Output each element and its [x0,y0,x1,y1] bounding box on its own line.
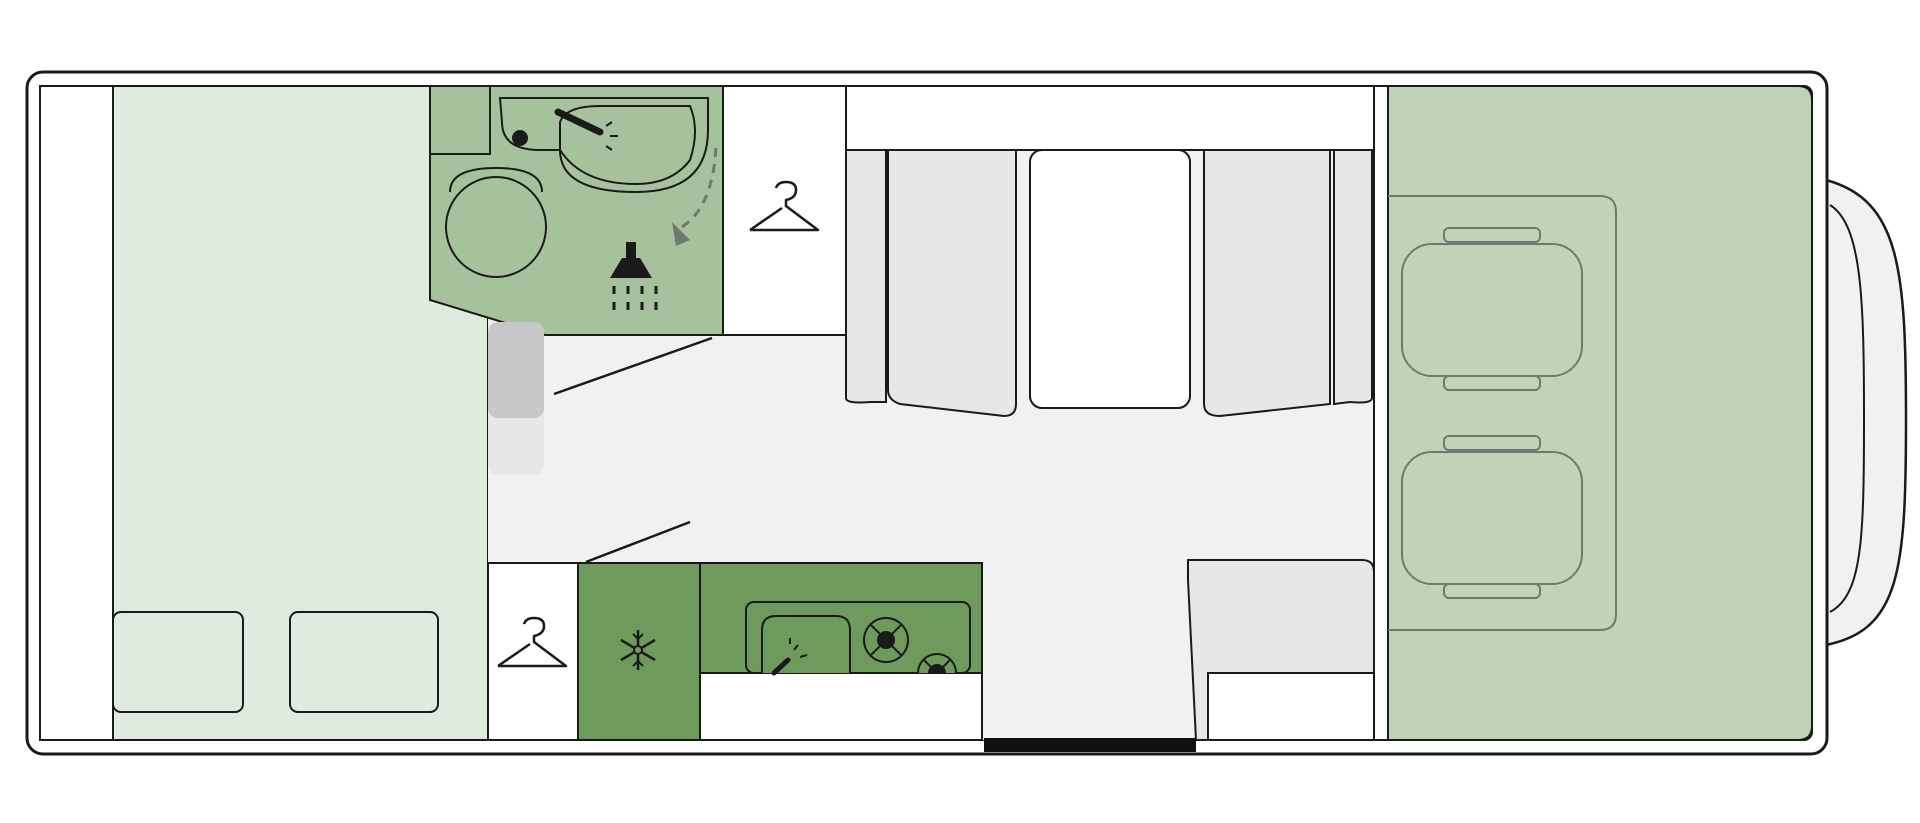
fridge-snowflake-icon [620,630,656,670]
dinette-bench-left [845,149,887,404]
bathroom-door-leaf [553,336,713,396]
bathroom-door-arc [679,147,718,230]
cupboard-shadow-upper [488,322,544,418]
hanger-icon-lower [497,616,568,668]
cab-seat-driver [1401,227,1583,391]
bed-pillow-left [112,611,244,713]
dinette-table [1029,149,1191,409]
washbasin-icon [498,97,709,194]
door-arc-arrow [672,222,690,246]
side-seat-box [1207,672,1375,741]
windscreen-inner [1829,204,1866,613]
entrance-door-leaf [585,520,691,564]
wardrobe-upper [722,85,847,336]
cab-swivel-outline [1388,195,1617,631]
windscreen [1825,178,1908,647]
entrance-threshold [984,738,1196,752]
dinette-seat-left [887,149,1017,418]
cab-seat-passenger [1401,435,1583,599]
hob-burner-icon [863,617,909,663]
rear-wall-strip [39,85,114,741]
sink-icon [761,615,851,676]
shower-icon [610,242,658,310]
overhead-locker-strip [845,85,1375,151]
bathroom-cabinet [429,85,491,155]
bed-pillow-right [289,611,439,713]
hanger-icon [749,180,820,232]
cab-area [1387,85,1813,741]
wardrobe-lower [487,562,579,741]
kitchen-unit-front [699,672,983,741]
dinette-seat-right [1203,149,1331,418]
toilet-icon [445,166,547,278]
cab-partition [1373,85,1389,741]
hob-burner-icon-small [917,653,957,674]
dinette-bench-right [1333,149,1373,406]
